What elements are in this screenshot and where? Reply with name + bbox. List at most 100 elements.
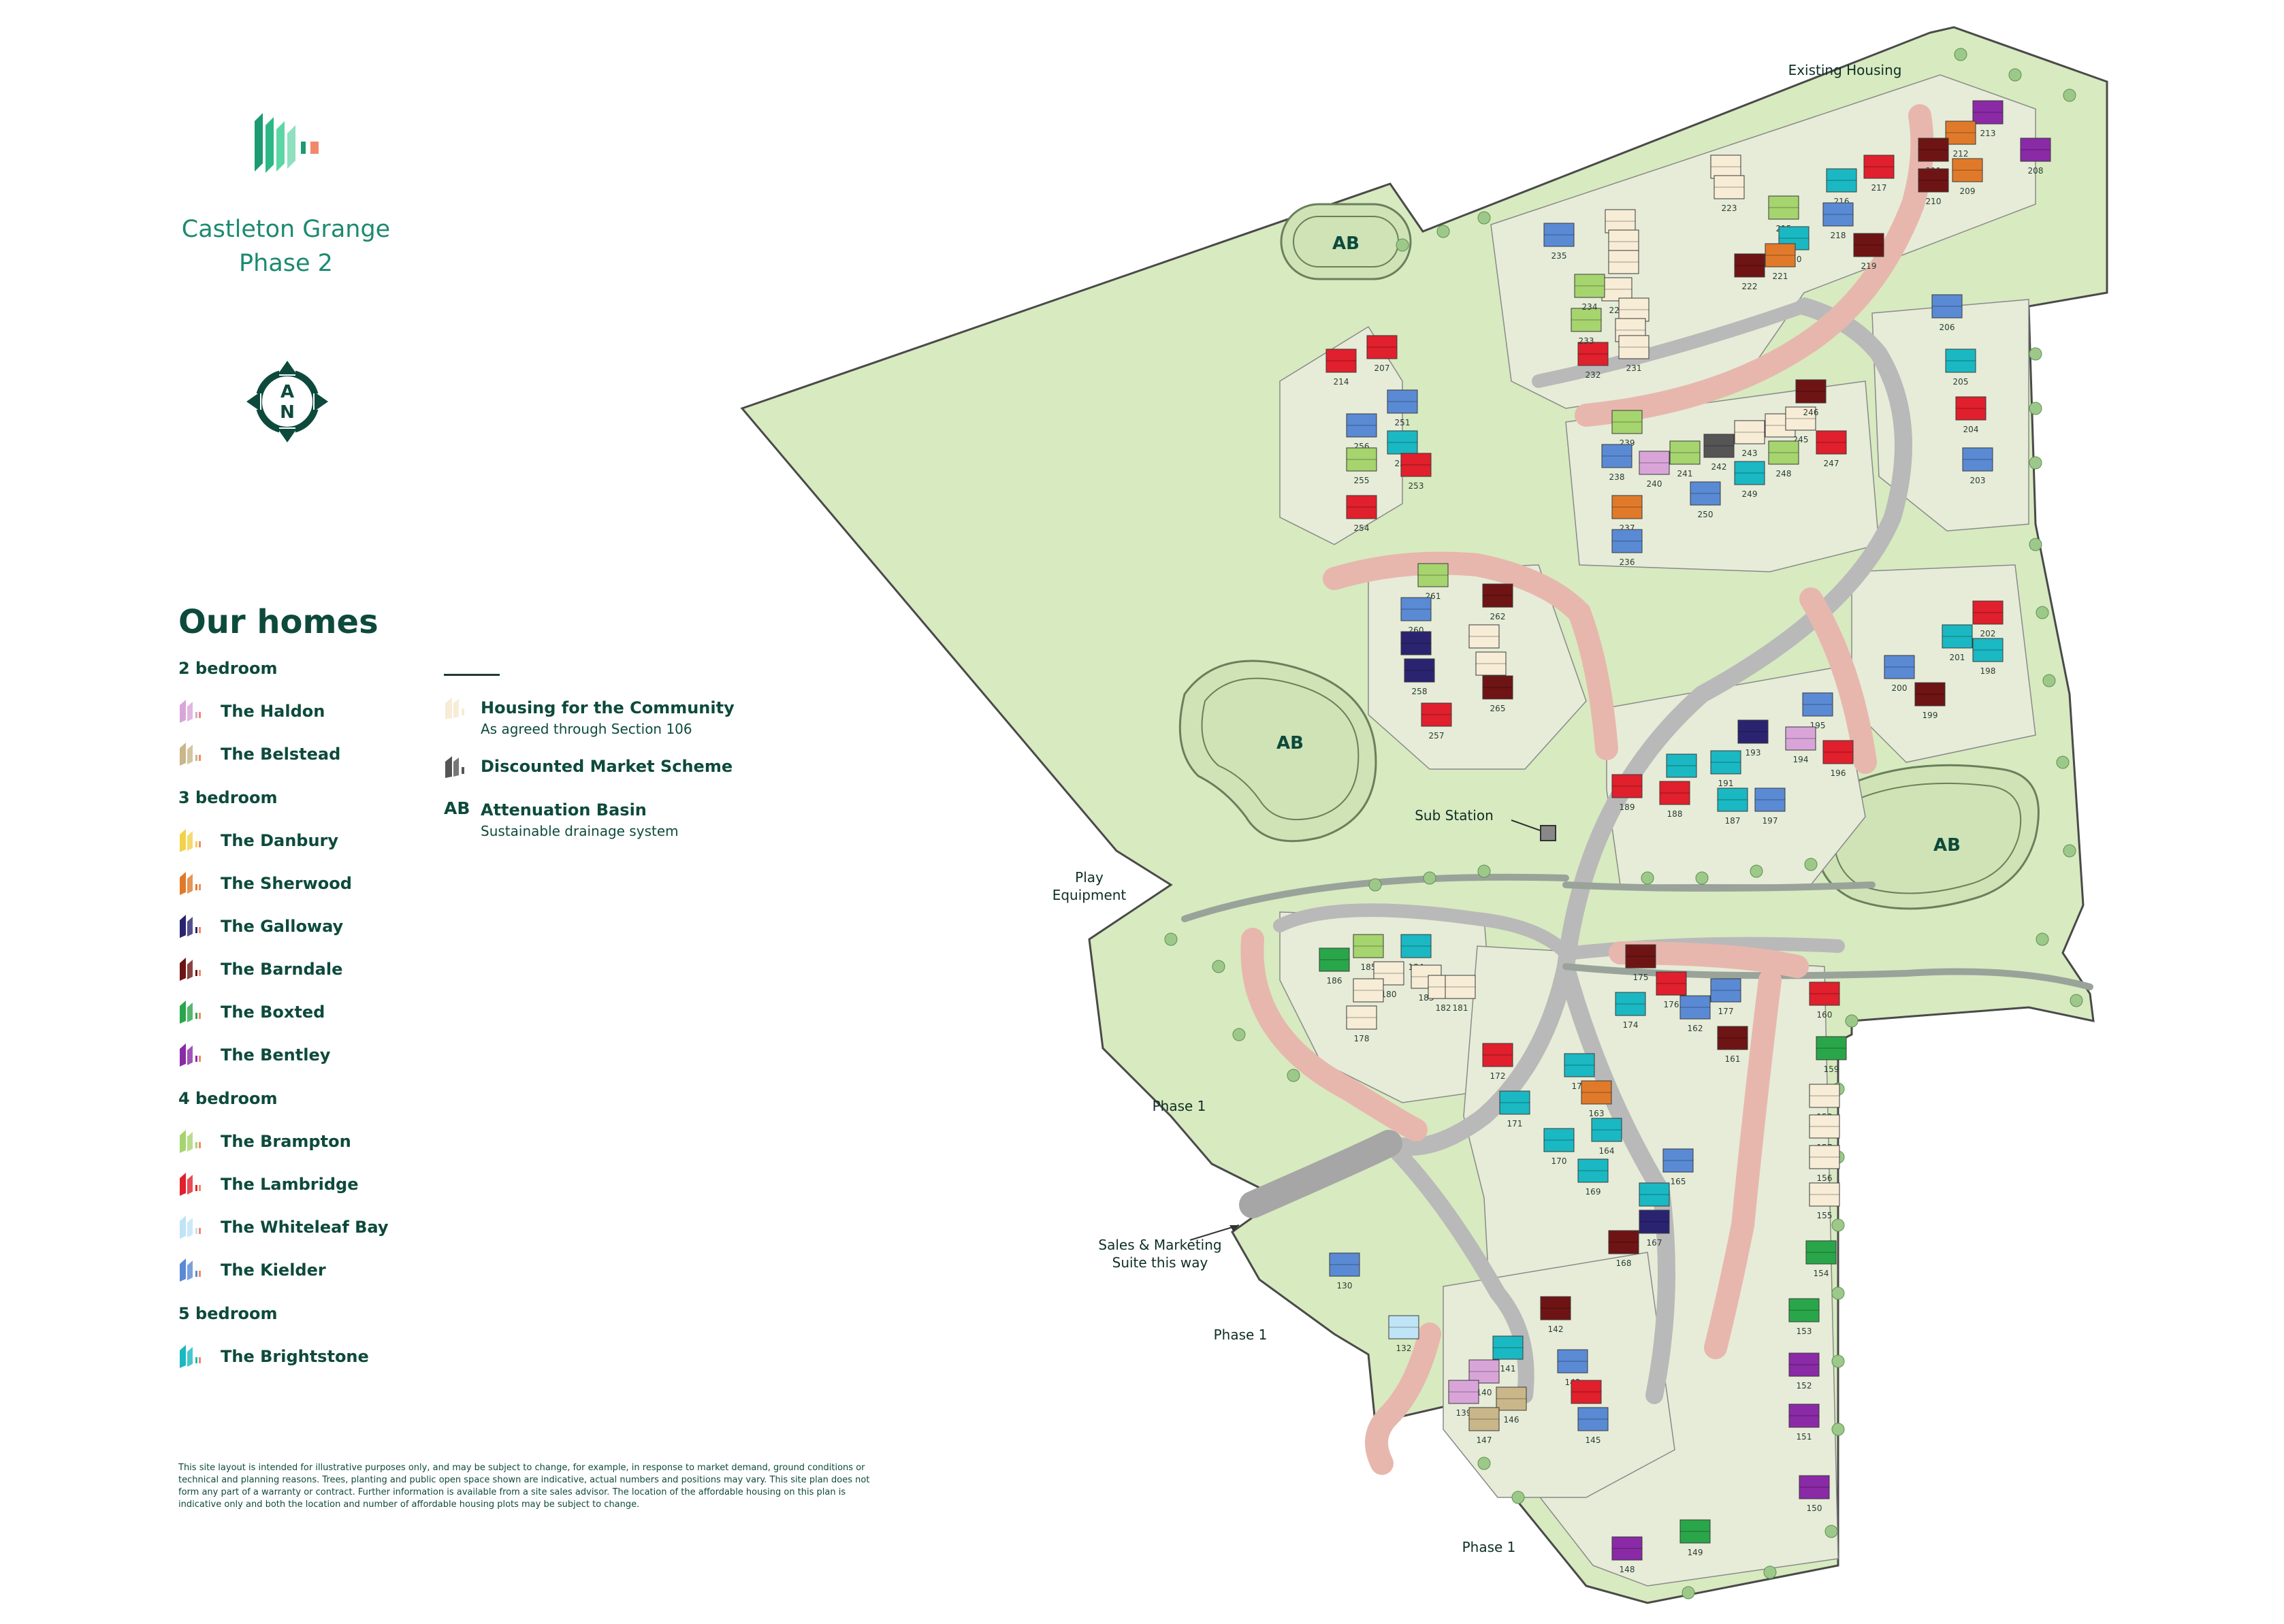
- plot-number: 199: [1923, 711, 1938, 720]
- house-footprint: [1717, 1026, 1748, 1050]
- label-phase1-bottom: Phase 1: [1462, 1539, 1516, 1555]
- house-footprint: [1788, 1403, 1820, 1428]
- house-footprint: [1591, 1118, 1622, 1142]
- house-footprint: [1822, 202, 1854, 227]
- plot-176: 176: [1656, 971, 1687, 1009]
- trees: [1164, 48, 2083, 1599]
- plot-214: 214: [1325, 348, 1357, 387]
- tree-icon: [1477, 1457, 1491, 1470]
- plot-223: 223: [1714, 175, 1745, 213]
- label-sales-line1: Sales & Marketing: [1098, 1237, 1221, 1253]
- plot-number: 152: [1797, 1381, 1812, 1391]
- plot-number: 241: [1677, 469, 1693, 478]
- label-phase1-south: Phase 1: [1214, 1327, 1268, 1343]
- house-type-icon: [180, 1216, 201, 1239]
- legend-item: The Lambridge: [178, 1171, 532, 1214]
- plot-132: 132: [1388, 1315, 1419, 1353]
- label-sub-station: Sub Station: [1415, 807, 1494, 824]
- plot-228: 228: [1601, 277, 1632, 315]
- house-footprint: [1768, 195, 1799, 220]
- house-footprint: [1608, 250, 1639, 274]
- attenuation-basin-west: AB: [1178, 660, 1377, 843]
- legend-item: The Kielder: [178, 1257, 532, 1300]
- house-plots: 2132122112102092082172162152242232182202…: [1319, 100, 2051, 1574]
- house-footprint: [1679, 995, 1711, 1020]
- svg-text:A: A: [280, 382, 294, 402]
- tree-icon: [2029, 456, 2042, 470]
- house-footprint: [1734, 420, 1765, 444]
- house-footprint: [1543, 223, 1575, 247]
- legend-item: The Sherwood: [178, 871, 532, 913]
- plot-208: 208: [2020, 137, 2051, 176]
- plot-245: 245: [1785, 406, 1816, 444]
- legend-item-label: The Danbury: [221, 831, 339, 850]
- plot-number: 186: [1327, 976, 1342, 986]
- plot-number: 222: [1742, 282, 1758, 291]
- plot-number: 132: [1396, 1344, 1412, 1353]
- plot-165: 165: [1662, 1148, 1694, 1186]
- house-footprint: [1945, 120, 1976, 145]
- plot-number: 193: [1746, 748, 1761, 758]
- legend-item-label: The Lambridge: [221, 1175, 359, 1194]
- house-footprint: [1809, 1084, 1840, 1108]
- disclaimer-text: This site layout is intended for illustr…: [178, 1463, 870, 1510]
- house-footprint: [1714, 175, 1745, 199]
- legend-item-label: The Boxted: [221, 1003, 325, 1022]
- house-type-icon: [180, 1001, 201, 1024]
- house-footprint: [1618, 297, 1650, 322]
- plot-number: 219: [1861, 261, 1877, 271]
- plot-205: 205: [1945, 348, 1976, 387]
- tree-icon: [1232, 1028, 1246, 1041]
- house-footprint: [1805, 1240, 1837, 1265]
- plot-261: 261: [1417, 563, 1449, 601]
- house-footprint: [1564, 1053, 1595, 1077]
- plot-254: 254: [1346, 495, 1377, 533]
- house-footprint: [1608, 1230, 1639, 1254]
- label-existing-housing: Existing Housing: [1788, 62, 1902, 78]
- legend-item-label: The Haldon: [221, 702, 325, 721]
- development-title: Castleton Grange Phase 2: [163, 212, 408, 280]
- house-footprint: [1809, 1182, 1840, 1207]
- plot-number: 209: [1960, 186, 1976, 196]
- plot-number: 187: [1725, 816, 1741, 826]
- plot-number: 218: [1831, 231, 1846, 240]
- plot-number: 258: [1412, 687, 1428, 696]
- plot-number: 151: [1797, 1432, 1812, 1442]
- plot-number: 159: [1824, 1065, 1839, 1074]
- plot-number: 164: [1599, 1146, 1615, 1156]
- plot-number: 204: [1963, 425, 1979, 434]
- legend-group-label: 2 bedroom: [178, 659, 278, 678]
- plot-number: 188: [1667, 809, 1683, 819]
- plot-number: 254: [1354, 523, 1370, 533]
- tree-icon: [2070, 994, 2083, 1007]
- plot-212: 212: [1945, 120, 1976, 159]
- house-footprint: [1710, 155, 1741, 179]
- house-footprint: [2020, 137, 2051, 162]
- plot-168: 168: [1608, 1230, 1639, 1268]
- plot-156: 156: [1809, 1145, 1840, 1183]
- legend-item-label: The Galloway: [221, 917, 344, 936]
- house-footprint: [1802, 692, 1833, 717]
- plot-152: 152: [1788, 1352, 1820, 1391]
- plot-number: 146: [1504, 1415, 1519, 1425]
- plot-189: 189: [1611, 774, 1643, 812]
- house-footprint: [1346, 1005, 1377, 1030]
- house-type-icon: [180, 872, 201, 895]
- key-sub: As agreed through Section 106: [481, 721, 692, 737]
- house-footprint: [1329, 1252, 1360, 1277]
- plot-number: 169: [1586, 1187, 1601, 1197]
- house-footprint: [1822, 740, 1854, 764]
- plot-163: 163: [1581, 1080, 1612, 1118]
- plot-167: 167: [1639, 1209, 1670, 1248]
- plot-141: 141: [1492, 1335, 1524, 1374]
- plot-number: 207: [1374, 363, 1390, 373]
- plot-number: 139: [1456, 1408, 1472, 1418]
- house-footprint: [1605, 209, 1636, 233]
- house-footprint: [1618, 335, 1650, 359]
- plot-number: 203: [1970, 476, 1986, 485]
- house-footprint: [1710, 750, 1741, 775]
- plot-193: 193: [1737, 719, 1769, 758]
- plot-178: 178: [1346, 1005, 1377, 1043]
- key-divider: [444, 674, 500, 676]
- house-footprint: [1690, 481, 1721, 506]
